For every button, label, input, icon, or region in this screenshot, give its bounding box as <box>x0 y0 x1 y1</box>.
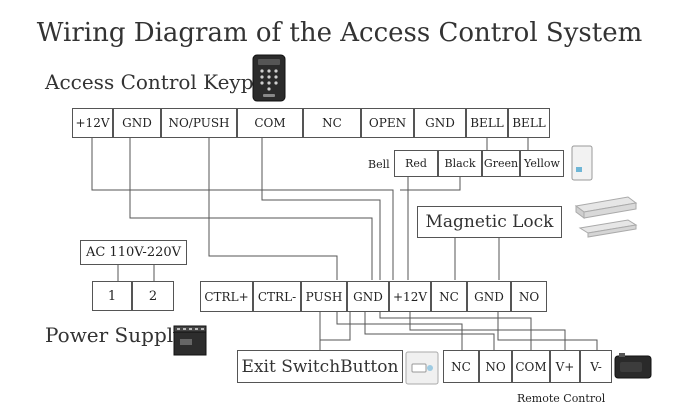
ac-label: AC 110V-220V <box>80 240 187 265</box>
psu-terminal-ctrl-plus: CTRL+ <box>200 281 253 312</box>
keypad-label: Access Control Keypad <box>45 70 279 94</box>
remote-label: Remote Control <box>517 392 606 405</box>
psu-terminal-ctrl-minus: CTRL- <box>253 281 301 312</box>
bell-label: Bell <box>368 158 390 171</box>
psu-terminal-12v: +12V <box>389 281 431 312</box>
magnetic-lock-label: Magnetic Lock <box>417 206 562 238</box>
wire-keypad-push <box>208 137 338 280</box>
exit-button-label: Exit SwitchButton <box>237 350 403 383</box>
psu-terminal-nc: NC <box>431 281 467 312</box>
remote-terminal-v-plus: V+ <box>550 350 580 383</box>
keypad-terminal-nc: NC <box>303 108 361 138</box>
remote-receiver-icon <box>614 353 652 379</box>
keypad-terminal-com: COM <box>237 108 303 138</box>
bell-wire-green: Green <box>482 150 520 177</box>
bell-wire-black: Black <box>438 150 482 177</box>
remote-terminal-nc: NC <box>443 350 479 383</box>
exit-button-icon <box>405 351 439 385</box>
power-supply-icon <box>173 325 207 356</box>
ac-terminal-1: 1 <box>92 281 132 311</box>
magnetic-lock-icon <box>574 196 638 238</box>
keypad-terminal-12v: +12V <box>72 108 113 138</box>
keypad-terminal-bell-2: BELL <box>508 108 550 138</box>
keypad-icon <box>252 54 286 102</box>
wire-remote-nc <box>336 312 463 350</box>
remote-terminal-no: NO <box>479 350 512 383</box>
remote-terminal-v-minus: V- <box>580 350 612 383</box>
wire-remote-no <box>364 312 495 350</box>
psu-terminal-gnd-2: GND <box>467 281 511 312</box>
wire-remote-com <box>379 312 532 350</box>
remote-terminal-com: COM <box>512 350 550 383</box>
keypad-terminal-no-push: NO/PUSH <box>161 108 237 138</box>
psu-terminal-push: PUSH <box>301 281 347 312</box>
power-supply-label: Power Supply <box>45 323 185 347</box>
wire-exit-2 <box>320 312 351 341</box>
keypad-terminal-gnd-2: GND <box>414 108 466 138</box>
page-title: Wiring Diagram of the Access Control Sys… <box>36 18 643 48</box>
wire-remote-vminus <box>497 312 598 350</box>
psu-terminal-gnd: GND <box>347 281 389 312</box>
ac-terminal-2: 2 <box>132 281 174 311</box>
keypad-terminal-open: OPEN <box>361 108 414 138</box>
wire-keypad-com <box>261 137 381 280</box>
doorbell-icon <box>571 145 593 181</box>
wire-bell-black <box>400 176 461 191</box>
bell-wire-yellow: Yellow <box>520 150 564 177</box>
keypad-terminal-bell-1: BELL <box>466 108 508 138</box>
bell-wire-red: Red <box>394 150 438 177</box>
wire-keypad-gnd <box>129 137 373 280</box>
keypad-terminal-gnd: GND <box>113 108 161 138</box>
wire-keypad-12v <box>91 137 394 280</box>
psu-terminal-no: NO <box>511 281 547 312</box>
